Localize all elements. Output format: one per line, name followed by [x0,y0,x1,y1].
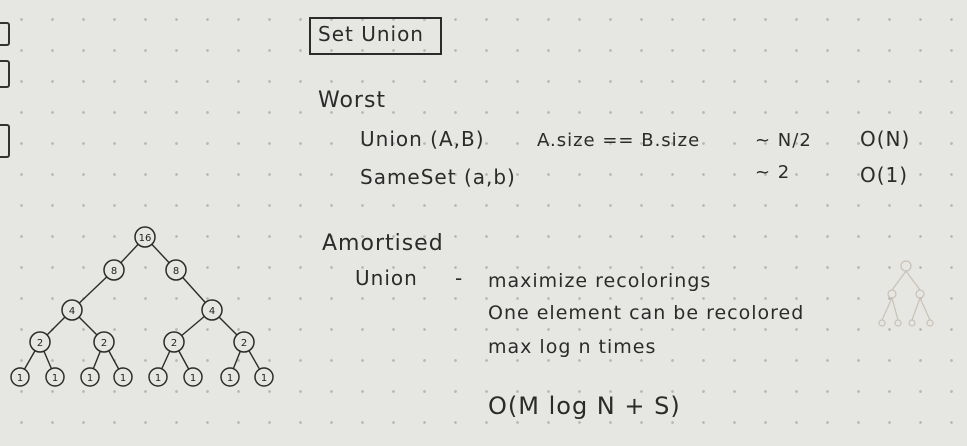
node-label: 2 [101,338,107,349]
worst-union-approx: ~ N/2 [755,130,812,151]
page-edge-mark [0,60,10,88]
tree-leaf-node: 1 [80,367,100,387]
tree-node: 8 [103,259,125,281]
node-label: 4 [209,306,215,317]
amortised-heading: Amortised [322,231,444,256]
tree-leaf-node: 1 [113,367,133,387]
node-label: 2 [37,338,43,349]
worst-union-condition: A.size == B.size [537,130,701,151]
amortised-dash: - [455,266,464,290]
union-tree-diagram: 16 8 8 4 4 2 2 2 2 1 1 1 [10,226,274,387]
page-edge-mark [0,22,10,46]
faint-tree-sketch-icon [878,260,934,327]
amortised-line-3: max log n times [488,336,657,358]
amortised-line-1: maximize recolorings [488,270,712,292]
node-label: 2 [241,338,247,349]
node-label: 1 [52,373,58,384]
node-label: 1 [190,373,196,384]
tree-node: 8 [165,259,187,281]
tree-leaf-node: 1 [45,367,65,387]
node-label: 1 [87,373,93,384]
node-label: 2 [171,338,177,349]
tree-leaf-node: 1 [183,367,203,387]
node-label: 1 [17,373,23,384]
worst-sameset-approx: ~ 2 [755,162,791,183]
tree-node: 2 [233,331,255,353]
node-label: 8 [111,266,117,277]
amortised-formula: O(M log N + S) [488,392,681,420]
tree-leaf-node: 1 [10,367,30,387]
tree-leaf-node: 1 [220,367,240,387]
title-box [309,17,442,55]
worst-union-complexity: O(N) [860,127,911,151]
node-label: 1 [227,373,233,384]
tree-leaf-node: 1 [148,367,168,387]
worst-union-label: Union (A,B) [360,127,485,151]
worst-heading: Worst [318,88,387,113]
node-label: 1 [120,373,126,384]
node-label: 4 [69,306,75,317]
worst-sameset-label: SameSet (a,b) [360,165,516,189]
tree-node: 2 [93,331,115,353]
tree-edges [19,236,265,378]
node-label: 1 [155,373,161,384]
node-label: 1 [261,373,267,384]
amortised-line-2: One element can be recolored [488,302,805,324]
page-title: Set Union [318,22,424,46]
tree-root-node: 16 [134,226,156,248]
page-edge-mark [0,124,10,158]
node-label: 16 [139,233,152,244]
tree-leaf-node: 1 [254,367,274,387]
tree-node: 4 [61,299,83,321]
worst-sameset-complexity: O(1) [860,163,909,187]
tree-node: 2 [163,331,185,353]
amortised-union-label: Union [355,266,418,290]
node-label: 8 [173,266,179,277]
tree-node: 2 [29,331,51,353]
tree-node: 4 [201,299,223,321]
